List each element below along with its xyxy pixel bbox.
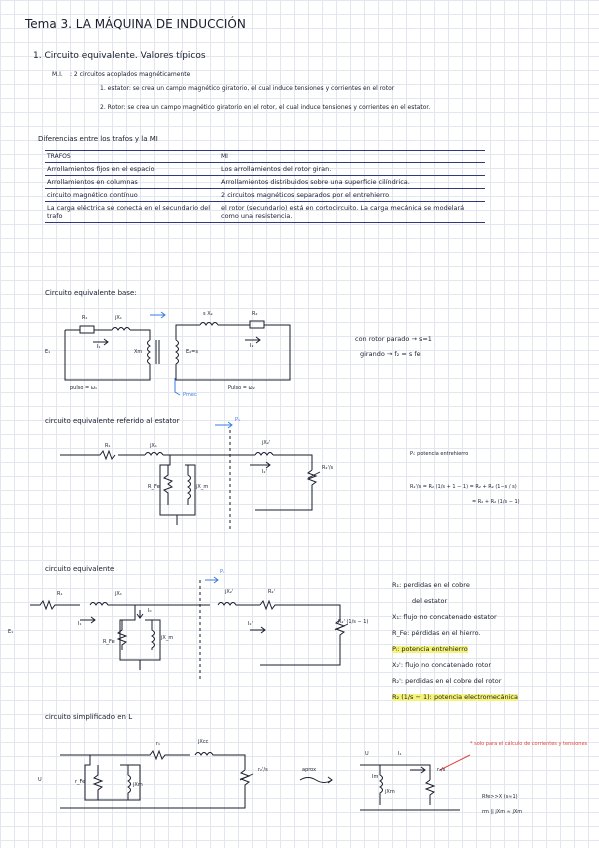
label-i2: I₂' — [248, 621, 253, 627]
label-r1: R₁ — [82, 315, 88, 321]
table-cell: Los arrollamientos del rotor giran. — [219, 162, 485, 176]
label-i0: I₀ — [148, 608, 152, 614]
label-i1: I₁ — [398, 751, 402, 757]
diffs-title: Diferencias entre los trafos y la MI — [38, 135, 158, 143]
label-x1: jX₁ — [150, 443, 157, 449]
label-xm: jX_m — [161, 635, 174, 641]
table-row: La carga eléctrica se conecta en el secu… — [45, 201, 485, 223]
label-r1: r₁ — [156, 741, 161, 747]
inductor-x1 — [111, 327, 131, 331]
label-p: P₁ — [235, 417, 241, 423]
resistor-r1 — [79, 325, 95, 334]
legend-item: R₁: perdidas en el cobre — [392, 581, 470, 589]
label-x2: jX₂' — [262, 440, 271, 446]
circuit-referred-heading: circuito equivalente referido al estator — [45, 417, 180, 425]
label-r2: R₂ — [252, 311, 258, 317]
label-x1: jX₁ — [115, 315, 122, 321]
table-cell: Arrollamientos fijos en el espacio — [45, 162, 219, 176]
label-jxm: jXm — [385, 789, 395, 795]
table-row: Arrollamientos en columnas Arrollamiento… — [45, 175, 485, 189]
label-i2: I₂ — [250, 343, 254, 349]
label-x2: jX₂' — [225, 589, 234, 595]
page-title: Tema 3. LA MÁQUINA DE INDUCCIÓN — [25, 17, 246, 31]
label-r1: R₁ — [105, 443, 111, 449]
approx-eq-1: Rfe>>X (s≈1) — [482, 794, 518, 800]
resistor-r2 — [249, 320, 265, 329]
label-xm: jXm — [133, 782, 143, 788]
legend-item-highlight: Pᵢ: potencia entrehierro — [392, 645, 468, 654]
legend-item: R_Fe: pérdidas en el hierro. — [392, 629, 481, 637]
label-r2s: r₂'/s — [258, 767, 268, 773]
legend-item: R₂': perdidas en el cobre del rotor — [392, 677, 502, 685]
bullet-rotor: 2. Rotor: se crea un campo magnético gir… — [100, 104, 431, 111]
circuit-referred — [60, 430, 321, 530]
label-u: U — [38, 777, 42, 783]
label-xcc: jXcc — [198, 739, 209, 745]
equation-1: R₂'/s = R₂ (1/s + 1 − 1) = R₂ + R₂ (1−s … — [410, 484, 517, 490]
table-cell: La carga eléctrica se conecta en el secu… — [45, 201, 219, 223]
circuit-equivalent — [30, 580, 349, 680]
table-row: circuito magnético contínuo 2 circuitos … — [45, 188, 485, 202]
bullet-stator: 1. estator: se crea un campo magnético g… — [100, 85, 395, 92]
label-r2s: R₂'/s — [322, 465, 334, 471]
label-u2: U — [365, 751, 369, 757]
label-r2b: r₂/s — [437, 767, 446, 773]
label-i1: I₁ — [97, 344, 101, 350]
circuit-simplified-heading: circuito simplificado en L — [45, 713, 133, 721]
label-x1: jX₁ — [115, 591, 122, 597]
note-rotor-stopped: con rotor parado → s=1 — [355, 335, 432, 343]
label-sx2: s X₂ — [203, 311, 213, 317]
table-cell: circuito magnético contínuo — [45, 188, 219, 202]
label-load: R₂' (1/s − 1) — [338, 619, 369, 625]
label-xm: Xm — [134, 349, 143, 355]
mi-label: M.I. — [52, 71, 63, 78]
label-e1: E₁ — [8, 629, 14, 635]
label-rfe: R_Fe — [103, 639, 115, 645]
diffs-table: TRAFOS MI Arrollamientos fijos en el esp… — [45, 150, 485, 223]
mi-text: : 2 circuitos acoplados magnéticamente — [70, 71, 191, 78]
circuit-base — [64, 320, 291, 396]
label-pulse1: pulso = ω₁ — [70, 385, 97, 391]
note-rotor-turning: girando → f₂ = s fe — [360, 350, 421, 358]
legend-item: del estator — [412, 597, 448, 605]
section-heading: 1. Circuito equivalente. Valores típicos — [33, 51, 206, 61]
table-header-row: TRAFOS MI — [45, 150, 485, 163]
label-rfe: R_Fe — [148, 484, 160, 490]
table-cell: 2 circuitos magnéticos separados por el … — [219, 188, 485, 202]
label-r2: R₂' — [268, 589, 275, 595]
legend-item: X₂': flujo no concatenado rotor — [392, 661, 492, 669]
circuit-base-heading: Circuito equivalente base: — [45, 289, 137, 297]
label-e2: E₂=s — [186, 349, 198, 355]
label-i1: I₁ — [78, 621, 82, 627]
label-aprox: aprox — [302, 767, 317, 773]
col-mi: MI — [219, 150, 485, 163]
label-im: Im — [372, 774, 379, 780]
col-trafos: TRAFOS — [45, 150, 219, 163]
circuit-equivalent-heading: circuito equivalente — [45, 565, 115, 573]
power-label: Pᵢ: potencia entrehierro — [410, 451, 469, 457]
table-cell: Arrollamientos en columnas — [45, 175, 219, 189]
approx-arrow — [299, 777, 333, 783]
label-xm: jX_m — [196, 484, 209, 490]
legend-item-highlight: R₂ (1/s − 1): potencia electromecánica — [392, 693, 518, 702]
table-cell: el rotor (secundario) está en cortocircu… — [219, 201, 485, 223]
label-r1: R₁ — [57, 591, 63, 597]
label-p: Pᵢ — [220, 569, 224, 575]
table-cell: Arrollamientos distribuidos sobre una su… — [219, 175, 485, 189]
label-pmec: Pmec — [183, 392, 197, 398]
table-row: Arrollamientos fijos en el espacio Los a… — [45, 162, 485, 176]
legend-item: X₁: flujo no concatenado estator — [392, 613, 497, 621]
approx-eq-2: rm || jXm ≈ jXm — [482, 809, 523, 815]
label-pulse2: Pulso = ω₂ — [228, 385, 255, 391]
label-e1: E₁ — [45, 349, 51, 355]
label-rfe: r_Fe — [75, 779, 86, 785]
circuit-simplified — [60, 749, 471, 811]
equation-2: = R₂ + R₂ (1/s − 1) — [472, 499, 520, 505]
label-i2: I₂' — [262, 469, 267, 475]
note-current-calc: * solo para el cálculo de corrientes y t… — [470, 741, 588, 747]
